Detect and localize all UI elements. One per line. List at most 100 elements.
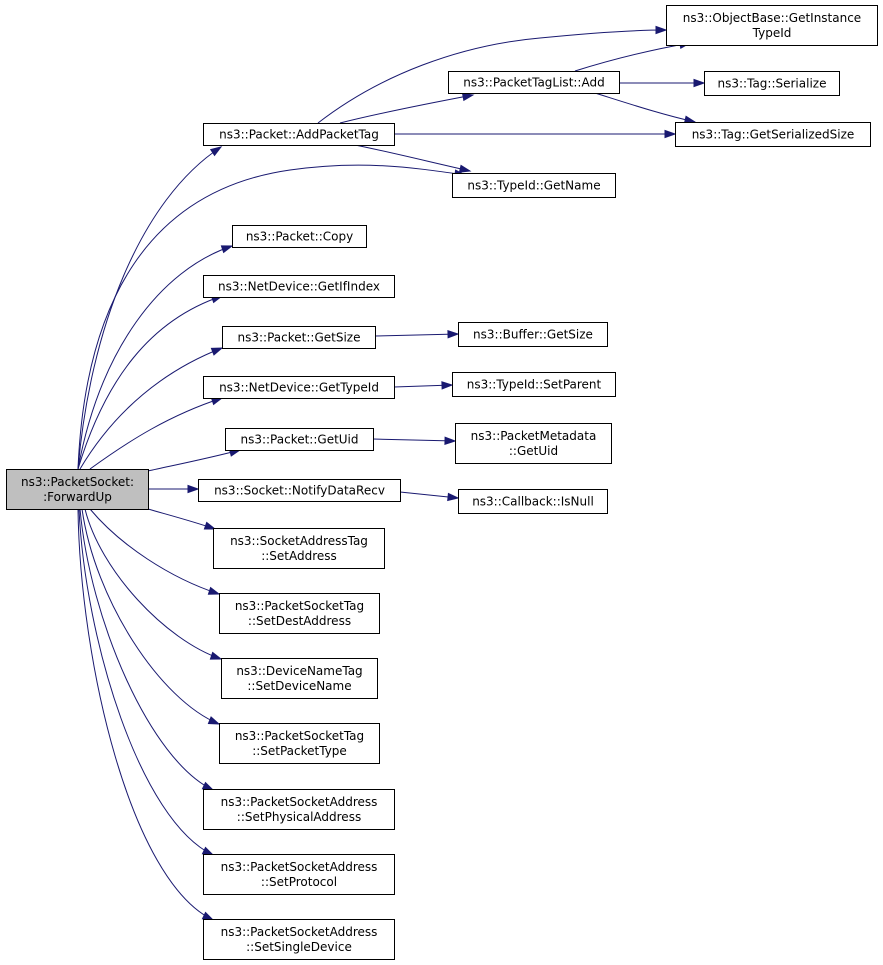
node-label: ns3::DeviceNameTag [236, 664, 362, 678]
node-box [213, 528, 385, 569]
edge-add-packet-tag-to-packet-tag-list-add [339, 92, 475, 124]
node-label: ns3::TypeId::SetParent [467, 378, 602, 392]
node-label: ns3::PacketSocketAddress [221, 860, 378, 874]
node-box [675, 122, 871, 147]
node-box [666, 5, 878, 46]
node-label: ::SetPhysicalAddress [237, 810, 361, 824]
edge-arrowhead [461, 92, 475, 102]
node-label: ::SetAddress [261, 549, 337, 563]
node-label: ns3::TypeId::GetName [467, 179, 600, 193]
node-root[interactable]: ns3::PacketSocket::ForwardUp [6, 469, 149, 510]
node-notify-data-recv[interactable]: ns3::Socket::NotifyDataRecv [198, 479, 401, 502]
edge-arrowhead [447, 330, 460, 339]
node-label: ns3::PacketSocketTag [235, 729, 364, 743]
edge-packet-tag-list-add-to-tag-get-serialized-size [594, 92, 697, 124]
node-tag-get-serialized-size[interactable]: ns3::Tag::GetSerializedSize [675, 122, 871, 147]
edge-line [89, 397, 223, 470]
edge-arrowhead [655, 25, 668, 35]
node-label: ns3::Tag::Serialize [718, 77, 827, 91]
node-label: ns3::Socket::NotifyDataRecv [214, 484, 385, 498]
node-packet-socket-tag-set-dest-address[interactable]: ns3::PacketSocketTag::SetDestAddress [219, 593, 380, 634]
edge-arrowhead [201, 846, 215, 856]
edge-arrowhead [447, 492, 460, 502]
edge-root-to-get-if-index [77, 295, 224, 470]
node-socket-address-tag-set-address[interactable]: ns3::SocketAddressTag::SetAddress [213, 528, 385, 569]
node-label: ns3::Buffer::GetSize [473, 328, 593, 342]
node-buffer-get-size[interactable]: ns3::Buffer::GetSize [458, 322, 608, 347]
node-label: :ForwardUp [43, 490, 112, 504]
node-box [198, 479, 401, 502]
node-box [221, 658, 378, 699]
edge-packet-tag-list-add-to-tag-serialize [619, 78, 706, 88]
edge-root-to-device-name-tag-set-device-name [84, 508, 223, 660]
node-packet-get-size[interactable]: ns3::Packet::GetSize [222, 326, 376, 349]
node-box [452, 173, 616, 198]
edge-line [374, 333, 459, 337]
edge-root-to-packet-get-size [79, 347, 224, 470]
node-box [203, 789, 395, 830]
node-box [203, 376, 395, 399]
node-device-name-tag-set-device-name[interactable]: ns3::DeviceNameTag::SetDeviceName [221, 658, 378, 699]
node-label: ns3::Packet::GetUid [240, 433, 358, 447]
edge-arrowhead [693, 78, 706, 88]
edge-arrowhead [187, 484, 200, 494]
node-label: ns3::ObjectBase::GetInstance [683, 11, 861, 25]
node-label: ::SetDestAddress [248, 614, 351, 628]
node-netdevice-get-type-id[interactable]: ns3::NetDevice::GetTypeId [203, 376, 395, 399]
node-label: ns3::SocketAddressTag [230, 534, 368, 548]
edge-root-to-packet-get-uid [147, 448, 242, 472]
edge-line [372, 438, 456, 442]
node-typeid-set-parent[interactable]: ns3::TypeId::SetParent [452, 372, 616, 397]
node-box [203, 919, 395, 960]
node-packet-copy[interactable]: ns3::Packet::Copy [232, 225, 367, 248]
edge-root-to-netdevice-get-type-id [89, 397, 224, 470]
edge-arrowhead [207, 716, 221, 725]
edge-line [594, 92, 696, 123]
edge-arrowhead [201, 781, 215, 791]
node-box [455, 423, 612, 464]
edge-root-to-packet-socket-tag-set-packet-type [81, 508, 221, 725]
edge-line [81, 508, 220, 725]
edge-line [77, 508, 214, 921]
edge-arrowhead [664, 129, 677, 139]
node-label: ns3::Packet::GetSize [238, 331, 361, 345]
edge-line [79, 508, 214, 791]
edge-root-to-packet-copy [77, 245, 234, 470]
edge-root-to-add-packet-tag [77, 146, 223, 470]
node-typeid-get-name[interactable]: ns3::TypeId::GetName [452, 173, 616, 198]
call-edges [77, 25, 706, 921]
edge-line [77, 295, 223, 470]
edge-line [339, 94, 474, 124]
node-packet-socket-tag-set-packet-type[interactable]: ns3::PacketSocketTag::SetPacketType [219, 723, 380, 764]
node-label: ns3::NetDevice::GetIfIndex [218, 280, 380, 294]
node-packet-get-uid[interactable]: ns3::Packet::GetUid [225, 428, 374, 451]
edge-add-packet-tag-to-typeid-get-name [354, 144, 472, 173]
edge-line [354, 144, 471, 172]
node-box [458, 489, 608, 514]
edge-netdevice-get-type-id-to-typeid-set-parent [393, 381, 454, 390]
node-set-protocol[interactable]: ns3::PacketSocketAddress::SetProtocol [203, 854, 395, 895]
node-label: ::GetUid [509, 444, 558, 458]
node-label: ns3::Callback::IsNull [472, 495, 594, 509]
node-get-if-index[interactable]: ns3::NetDevice::GetIfIndex [203, 275, 395, 298]
node-add-packet-tag[interactable]: ns3::Packet::AddPacketTag [203, 123, 395, 146]
node-label: ::SetPacketType [252, 744, 347, 758]
node-set-single-device[interactable]: ns3::PacketSocketAddress::SetSingleDevic… [203, 919, 395, 960]
node-set-physical-address[interactable]: ns3::PacketSocketAddress::SetPhysicalAdd… [203, 789, 395, 830]
node-tag-serialize[interactable]: ns3::Tag::Serialize [704, 71, 840, 96]
node-box [219, 593, 380, 634]
edge-line [84, 508, 222, 660]
edge-root-to-typeid-get-name [77, 164, 467, 470]
node-label: TypeId [752, 26, 792, 40]
node-callback-is-null[interactable]: ns3::Callback::IsNull [458, 489, 608, 514]
edge-root-to-set-protocol [78, 508, 215, 856]
node-packet-metadata-get-uid[interactable]: ns3::PacketMetadata::GetUid [455, 423, 612, 464]
edge-arrowhead [207, 586, 221, 595]
edge-add-packet-tag-to-object-base-get-instance-type-id [317, 25, 668, 124]
node-label: ::SetDeviceName [247, 679, 351, 693]
node-box [219, 723, 380, 764]
edge-arrowhead [220, 245, 234, 254]
node-packet-tag-list-add[interactable]: ns3::PacketTagList::Add [448, 71, 620, 94]
